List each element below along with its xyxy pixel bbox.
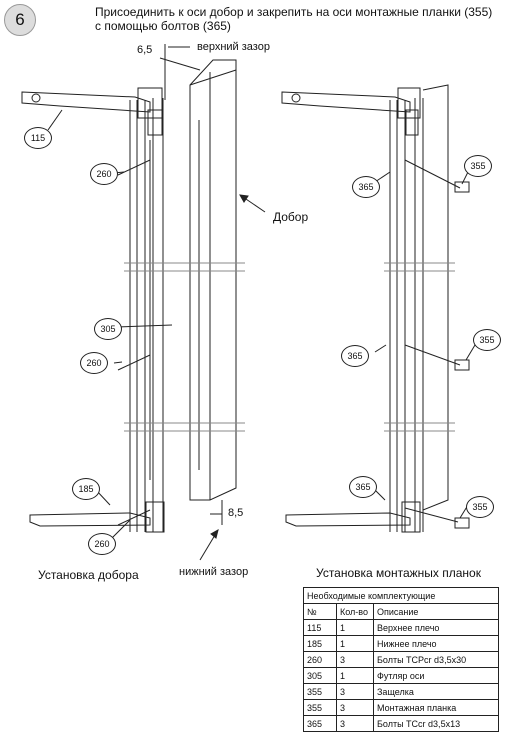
cell-description: Монтажная планка (373, 699, 499, 716)
table-row: 305 1 Футляр оси (303, 667, 499, 684)
callout-260-bottom: 260 (88, 533, 116, 555)
table-row: 115 1 Верхнее плечо (303, 619, 499, 636)
table-row: 260 3 Болты TCPcr d3,5x30 (303, 651, 499, 668)
break-lines-left (124, 262, 245, 432)
col-header-number: № (303, 603, 337, 620)
break-lines-right (384, 262, 455, 432)
col-header-qty: Кол-во (336, 603, 374, 620)
bottom-arm-right (285, 501, 421, 533)
table-row: 365 3 Болты TCcr d3,5x13 (303, 715, 499, 732)
extension-label: Добор (273, 210, 309, 224)
pivot-profile-right (389, 84, 449, 532)
callout-365-top: 365 (352, 176, 380, 198)
instruction-text: Присоединить к оси добор и закрепить на … (95, 5, 495, 33)
bottom-gap-label: нижний зазор (179, 566, 249, 578)
cell-number: 260 (303, 651, 337, 668)
callout-355-bottom: 355 (466, 496, 494, 518)
callout-260-middle: 260 (80, 352, 108, 374)
callout-260-top: 260 (90, 163, 118, 185)
parts-table-title-row: Необходимые комплектующие (303, 587, 499, 604)
callout-185: 185 (72, 478, 100, 500)
callout-365-bottom: 365 (349, 476, 377, 498)
cell-qty: 3 (336, 715, 374, 732)
callout-355-top: 355 (464, 155, 492, 177)
bottom-gap-arrow (199, 528, 219, 561)
cell-description: Болты TCcr d3,5x13 (373, 715, 499, 732)
table-row: 355 3 Защелка (303, 683, 499, 700)
callout-365-middle: 365 (341, 345, 369, 367)
caption-left: Установка добора (38, 568, 139, 582)
top-arm-left (21, 87, 163, 136)
pivot-profile-left (129, 98, 164, 532)
parts-table: Необходимые комплектующие № Кол-во Описа… (303, 587, 499, 732)
caption-right: Установка монтажных планок (316, 566, 481, 580)
bottom-arm-left (29, 501, 165, 533)
extension-arrow (239, 194, 266, 213)
cell-description: Нижнее плечо (373, 635, 499, 652)
cell-description: Верхнее плечо (373, 619, 499, 636)
cell-number: 305 (303, 667, 337, 684)
col-header-description: Описание (373, 603, 499, 620)
top-gap-value: 6,5 (137, 44, 153, 56)
cell-description: Болты TCPcr d3,5x30 (373, 651, 499, 668)
step-number-badge: 6 (4, 4, 36, 36)
callout-305: 305 (94, 318, 122, 340)
cell-number: 185 (303, 635, 337, 652)
top-arm-right (281, 87, 421, 136)
parts-table-title: Необходимые комплектующие (303, 587, 499, 604)
cell-qty: 3 (336, 651, 374, 668)
mounting-plates-right (404, 159, 470, 529)
top-gap-label: верхний зазор (197, 41, 270, 53)
callout-355-middle: 355 (473, 329, 501, 351)
callout-115: 115 (24, 127, 52, 149)
cell-number: 355 (303, 683, 337, 700)
cell-qty: 1 (336, 667, 374, 684)
instruction-line-2: с помощью болтов (365) (95, 19, 231, 33)
instruction-line-1: Присоединить к оси добор и закрепить на … (95, 5, 493, 19)
bottom-gap-dimension (210, 500, 223, 525)
cell-description: Защелка (373, 683, 499, 700)
cell-number: 355 (303, 699, 337, 716)
cell-number: 365 (303, 715, 337, 732)
cell-qty: 1 (336, 635, 374, 652)
table-row: 355 3 Монтажная планка (303, 699, 499, 716)
parts-table-header-row: № Кол-во Описание (303, 603, 499, 620)
bottom-gap-value: 8,5 (228, 507, 244, 519)
cell-qty: 3 (336, 683, 374, 700)
cell-qty: 1 (336, 619, 374, 636)
cell-number: 115 (303, 619, 337, 636)
cell-description: Футляр оси (373, 667, 499, 684)
extension-left (189, 59, 237, 501)
top-gap-dimension (159, 44, 201, 100)
cell-qty: 3 (336, 699, 374, 716)
table-row: 185 1 Нижнее плечо (303, 635, 499, 652)
